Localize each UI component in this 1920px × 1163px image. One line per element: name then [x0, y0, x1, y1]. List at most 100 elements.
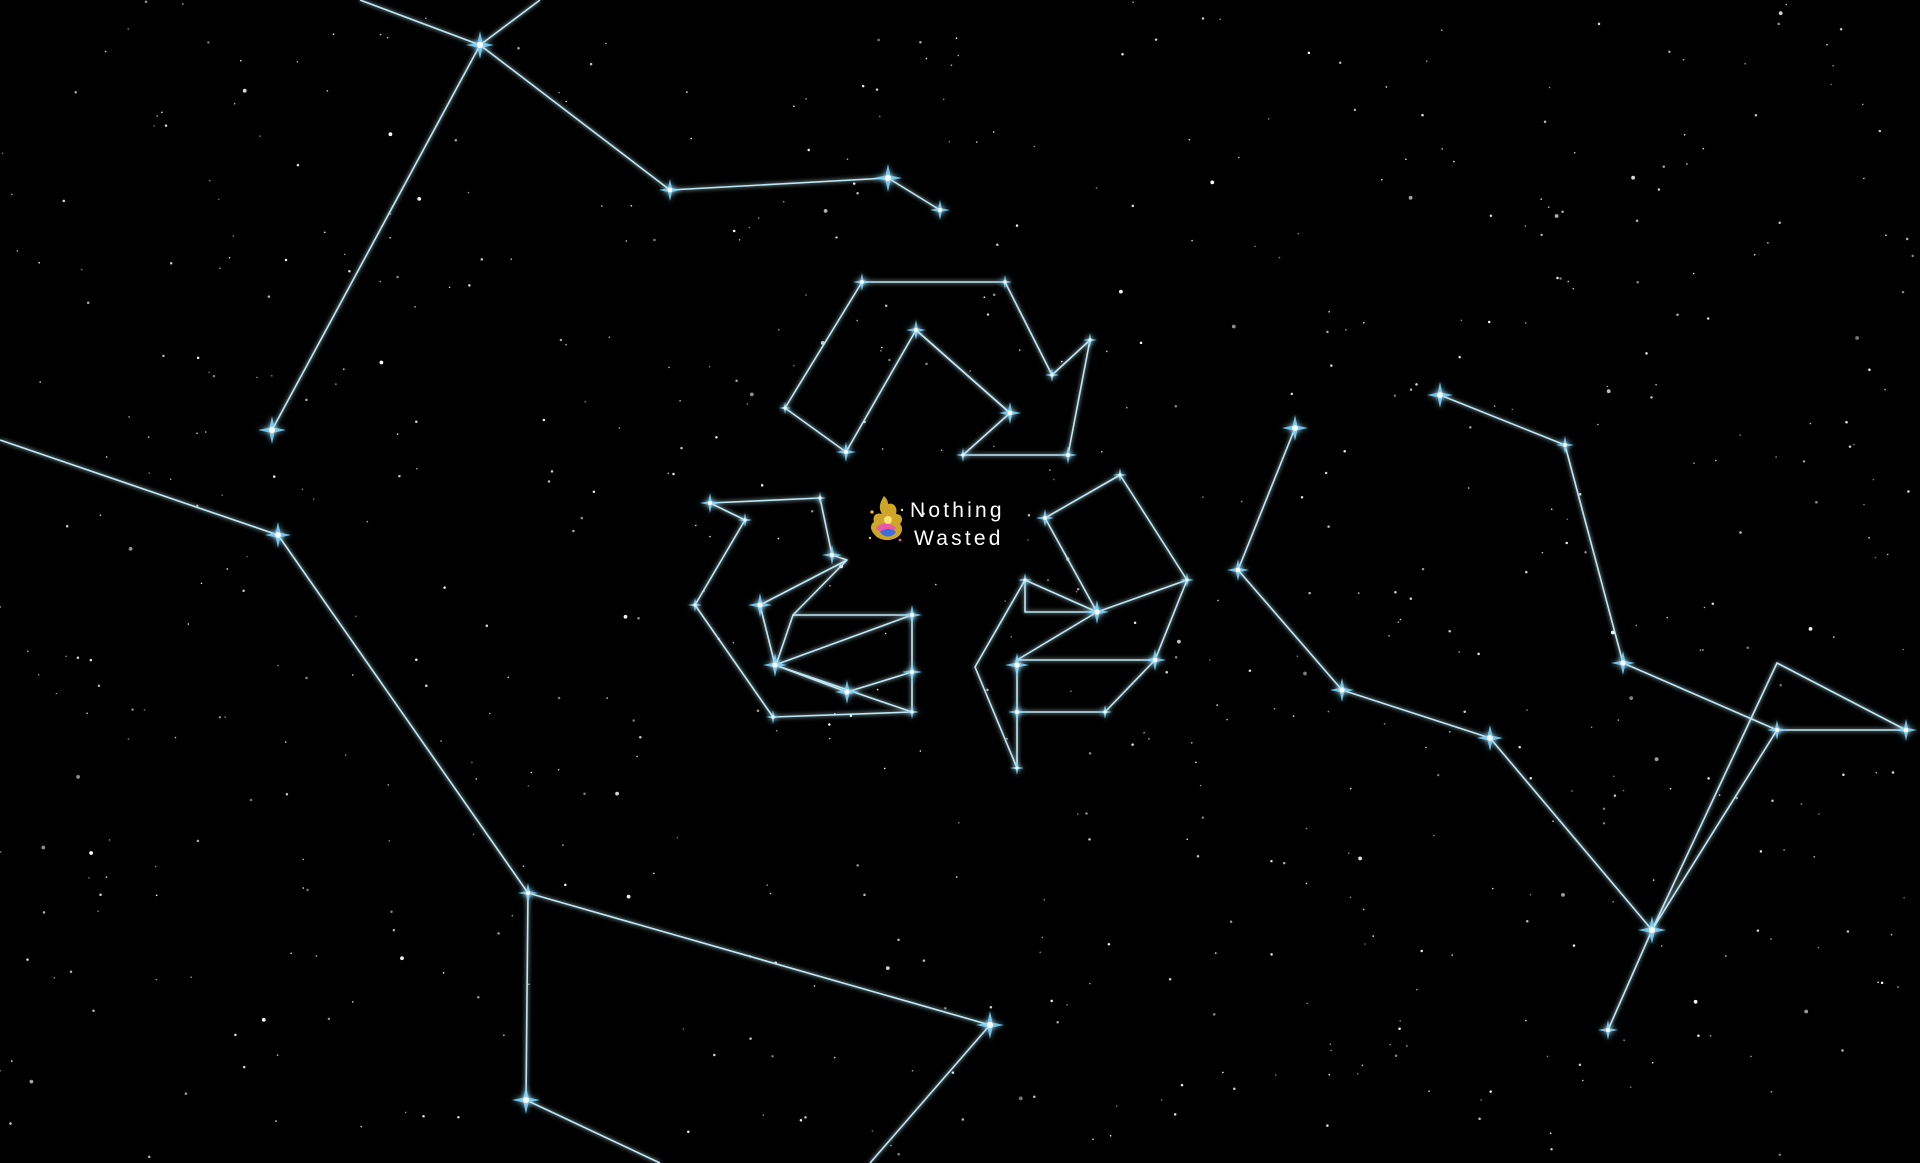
- dust-star: [1826, 44, 1828, 46]
- dust-star: [1631, 175, 1635, 180]
- dust-star: [690, 137, 692, 140]
- dust-star: [1121, 52, 1124, 56]
- dust-star: [835, 236, 837, 239]
- dust-star: [147, 1155, 151, 1159]
- dust-star: [879, 115, 881, 118]
- dust-star: [131, 708, 134, 711]
- dust-star: [0, 851, 2, 853]
- constellation-stars: [258, 31, 1917, 1114]
- dust-star: [1550, 508, 1553, 511]
- dust-star: [425, 17, 427, 20]
- dust-star: [332, 33, 335, 35]
- dust-star: [517, 47, 520, 50]
- dust-star: [1303, 671, 1307, 676]
- dust-star: [888, 358, 891, 362]
- bright-star: [1282, 415, 1308, 441]
- dust-star: [65, 655, 67, 658]
- dust-star: [686, 91, 688, 93]
- dust-star: [1832, 64, 1834, 67]
- dust-star: [951, 1071, 955, 1074]
- dust-star: [1139, 341, 1143, 345]
- dust-star: [97, 684, 101, 687]
- dust-star: [884, 304, 888, 307]
- dust-star: [1682, 58, 1685, 61]
- dust-star: [748, 226, 751, 229]
- bright-star: [1085, 600, 1109, 624]
- dust-star: [769, 892, 772, 895]
- dust-star: [1683, 134, 1686, 136]
- dust-star: [1405, 158, 1407, 161]
- dust-star: [1874, 556, 1877, 559]
- dust-star: [1357, 592, 1360, 594]
- dust-star: [992, 131, 995, 133]
- dust-star: [390, 910, 393, 913]
- dust-star: [876, 688, 879, 691]
- dust-star: [327, 1017, 331, 1021]
- dust-star: [606, 697, 608, 699]
- dust-star: [715, 436, 718, 439]
- constellation-line: [359, 0, 541, 46]
- dust-star: [233, 102, 236, 105]
- dust-star: [296, 163, 300, 167]
- dust-star: [1550, 1148, 1553, 1151]
- dust-star: [1174, 655, 1178, 659]
- dust-star: [639, 736, 642, 739]
- dust-star: [846, 158, 849, 160]
- dust-star: [528, 983, 530, 986]
- dust-star: [1458, 651, 1460, 653]
- dust-star: [1270, 953, 1273, 956]
- dust-star: [147, 436, 150, 438]
- dust-star: [1524, 225, 1527, 227]
- dust-star: [477, 996, 480, 999]
- dust-star: [1693, 462, 1695, 465]
- dust-star: [653, 238, 656, 242]
- dust-star: [880, 349, 882, 352]
- dust-star: [467, 191, 470, 194]
- dust-star: [1623, 1039, 1625, 1041]
- dust-star: [955, 876, 958, 878]
- dust-star: [0, 1070, 1, 1072]
- dust-star: [1381, 179, 1383, 181]
- constellation-line: [1016, 659, 1155, 712]
- dust-star: [414, 306, 416, 308]
- bright-star: [1083, 333, 1097, 347]
- dust-star: [958, 822, 960, 824]
- dust-star: [1088, 752, 1092, 755]
- dust-star: [1448, 630, 1451, 633]
- dust-star: [856, 319, 858, 322]
- dust-star: [1415, 383, 1418, 386]
- dust-star: [387, 784, 390, 786]
- constellation-line: [1439, 394, 1906, 731]
- dust-star: [957, 54, 960, 57]
- dust-star: [208, 371, 210, 374]
- dust-star: [1195, 761, 1197, 764]
- bright-star: [518, 883, 538, 903]
- dust-star: [1202, 496, 1204, 498]
- dust-star: [343, 253, 346, 256]
- dust-star: [1839, 28, 1843, 31]
- dust-star: [1215, 952, 1217, 954]
- dust-star: [1739, 434, 1741, 436]
- bright-star: [1113, 468, 1127, 482]
- dust-star: [1076, 588, 1080, 591]
- dust-star: [1706, 317, 1710, 320]
- dust-star: [1467, 487, 1470, 489]
- dust-star: [562, 844, 564, 846]
- bright-star: [1180, 573, 1194, 587]
- dust-star: [1571, 790, 1573, 792]
- dust-star: [1478, 1117, 1481, 1121]
- dust-star: [386, 36, 389, 39]
- dust-star: [219, 267, 221, 270]
- dust-star: [1070, 690, 1072, 692]
- dust-star: [284, 258, 288, 262]
- dust-star: [925, 362, 928, 366]
- dust-star: [1676, 313, 1679, 316]
- dust-star: [1767, 242, 1769, 244]
- dust-star: [1308, 591, 1311, 595]
- dust-star: [1529, 777, 1533, 780]
- dust-star: [1907, 490, 1910, 493]
- bright-star: [1005, 653, 1029, 677]
- dust-star: [884, 632, 887, 635]
- dust-star: [105, 876, 108, 878]
- dust-star: [1458, 355, 1461, 359]
